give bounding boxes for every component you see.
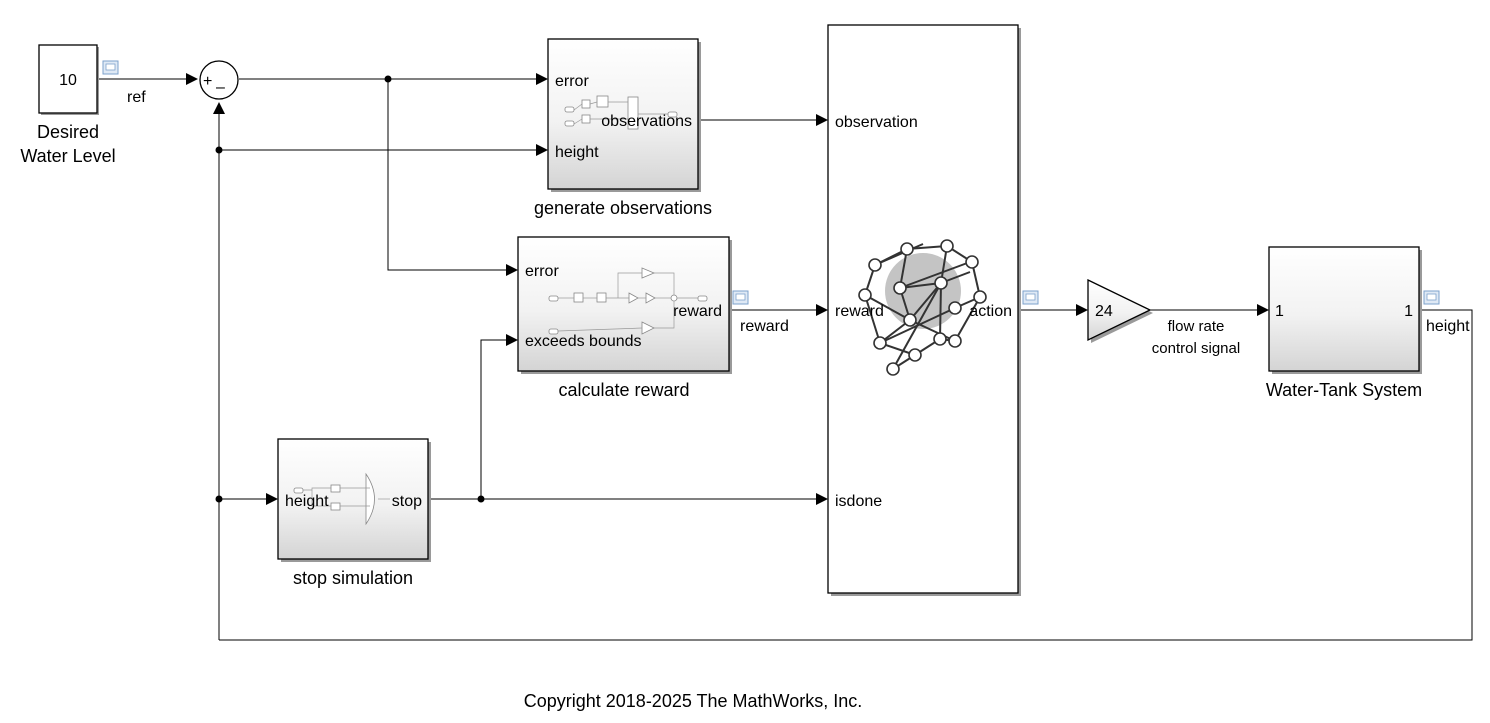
calculate-reward-block[interactable]: error exceeds bounds reward — [517, 236, 732, 374]
water-tank-port-in: 1 — [1275, 303, 1284, 320]
water-tank-port-out: 1 — [1404, 303, 1413, 320]
calc-reward-mini-diagram — [548, 267, 708, 335]
constant-caption-line2: Water Level — [20, 146, 115, 166]
height-signal-log-icon[interactable] — [1423, 290, 1440, 305]
agent-port-isdone: isdone — [835, 493, 882, 510]
water-tank-system-block[interactable]: 1 1 — [1268, 246, 1422, 374]
action-signal-log-icon[interactable] — [1022, 290, 1039, 305]
constant-value: 10 — [59, 72, 77, 89]
height-signal-label: height — [1426, 318, 1470, 335]
constant-caption-line1: Desired — [37, 122, 99, 142]
constant-block[interactable]: 10 — [38, 44, 99, 115]
signal-log-icon[interactable] — [102, 60, 119, 75]
agent-port-observation: observation — [835, 114, 918, 131]
gen-obs-port-observations: observations — [601, 113, 692, 130]
flow-rate-label-line1: flow rate — [1168, 318, 1225, 335]
stop-sim-port-stop: stop — [392, 493, 422, 510]
calc-reward-port-exceeds: exceeds bounds — [525, 333, 642, 350]
reward-signal-log-icon[interactable] — [732, 290, 749, 305]
rl-agent-block[interactable]: observation reward isdone action — [827, 24, 1021, 596]
gain-value: 24 — [1095, 303, 1113, 320]
ref-signal-label: ref — [127, 89, 146, 106]
copyright-text: Copyright 2018-2025 The MathWorks, Inc. — [524, 691, 863, 711]
gen-obs-caption: generate observations — [534, 198, 712, 218]
gen-obs-mini-diagram — [564, 95, 678, 130]
stop-simulation-block[interactable]: height stop — [277, 438, 431, 562]
gen-obs-port-height: height — [555, 144, 599, 161]
neural-network-icon — [858, 239, 987, 376]
sum-plus-sign: + — [203, 73, 212, 90]
junctions — [215, 75, 485, 503]
agent-port-action: action — [969, 303, 1012, 320]
water-tank-caption: Water-Tank System — [1266, 380, 1422, 400]
calc-reward-caption: calculate reward — [558, 380, 689, 400]
stop-sim-caption: stop simulation — [293, 568, 413, 588]
agent-port-reward: reward — [835, 303, 884, 320]
sum-block[interactable]: + – — [199, 60, 239, 100]
gen-obs-port-error: error — [555, 73, 589, 90]
calc-reward-port-error: error — [525, 263, 559, 280]
generate-observations-block[interactable]: error height observations — [547, 38, 701, 192]
calc-reward-port-reward: reward — [673, 303, 722, 320]
gain-block[interactable]: 24 — [1087, 278, 1153, 343]
reward-signal-label: reward — [740, 318, 789, 335]
signal-lines — [99, 73, 1473, 641]
flow-rate-label-line2: control signal — [1152, 340, 1240, 357]
stop-sim-mini-diagram — [293, 472, 390, 526]
stop-sim-port-height: height — [285, 493, 329, 510]
sum-minus-sign: – — [216, 79, 225, 96]
